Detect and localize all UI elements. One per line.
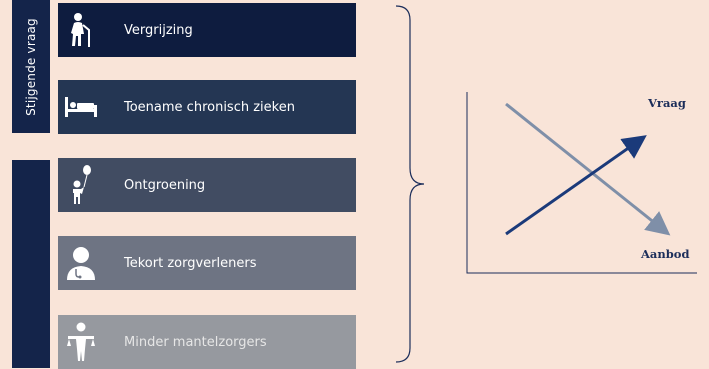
curly-brace [395,5,425,363]
side-label: Stijgende vraag [24,17,38,116]
item-tekort-zorgverleners: Tekort zorgverleners [58,236,356,290]
supply-demand-graph [466,92,697,274]
item-label: Vergrijzing [124,22,193,38]
item-vergrijzing: Vergrijzing [58,3,356,57]
graph-axes [466,92,697,274]
item-label: Toename chronisch zieken [124,99,295,115]
demand-bar [12,0,50,133]
item-label: Ontgroening [124,177,206,193]
demand-label: Vraag [648,96,686,110]
item-chronisch-zieken: Toename chronisch zieken [58,80,356,134]
doctor-icon [62,236,100,290]
item-minder-mantelzorgers: Minder mantelzorgers [58,315,356,369]
caregiver-icon [62,315,100,369]
elderly-person-icon [62,3,100,57]
supply-label: Aanbod [641,247,690,261]
child-balloon-icon [62,158,100,212]
side-label-container: Stijgende vraag [12,0,50,133]
patient-bed-icon [62,80,100,134]
supply-bar [12,160,50,368]
demand-line [505,135,647,236]
item-label: Minder mantelzorgers [124,334,267,350]
item-ontgroening: Ontgroening [58,158,356,212]
supply-line [505,102,671,236]
item-label: Tekort zorgverleners [124,255,257,271]
